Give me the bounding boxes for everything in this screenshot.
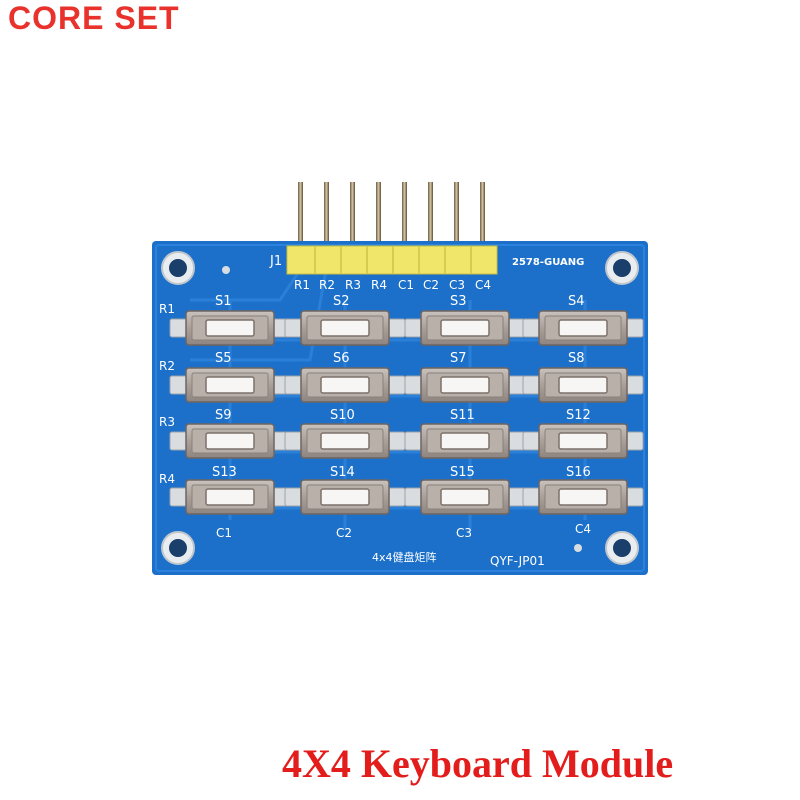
tactile-switch [169,367,291,403]
tactile-switch [284,423,406,459]
tactile-switch [284,367,406,403]
tactile-switch [169,423,291,459]
switch-label: S5 [215,351,232,366]
part-number-label: QYF-JP01 [490,554,545,568]
brand-logo: CORE SET [8,0,180,36]
header-label: J1 [269,254,282,269]
pin-label: C2 [423,278,439,292]
row-label: R2 [159,359,175,373]
tactile-switch [404,423,526,459]
pin-labels: R1 R2 R3 R4 C1 C2 C3 C4 [294,278,491,292]
switch-label: S7 [450,351,467,366]
switch-label: S11 [450,408,475,423]
switch-label: S2 [333,294,350,309]
tactile-switch [169,479,291,515]
pin-header [286,245,498,275]
switch-label: S16 [566,465,591,480]
pin-label: C3 [449,278,465,292]
header-pins [298,182,485,252]
tactile-switch [169,310,291,346]
switch-label: S4 [568,294,585,309]
tactile-switch [522,310,644,346]
tactile-switch [522,423,644,459]
switch-label: S6 [333,351,350,366]
tactile-switch [404,479,526,515]
pin-label: R4 [371,278,387,292]
column-label: C3 [456,526,472,540]
tactile-switch [404,310,526,346]
row-labels: R1 R2 R3 R4 [159,302,175,486]
pin-label: R1 [294,278,310,292]
tactile-switch [284,479,406,515]
row-label: R1 [159,302,175,316]
tactile-switch [522,367,644,403]
tactile-switch [522,479,644,515]
column-labels: C1 C2 C3 C4 [216,522,591,540]
switch-label: S3 [450,294,467,309]
switch-label: S10 [330,408,355,423]
switch-label: S13 [212,465,237,480]
tactile-switch [284,310,406,346]
row-label: R4 [159,472,175,486]
mounting-holes [161,251,639,565]
tactile-switch [404,367,526,403]
pin-label: C1 [398,278,414,292]
column-label: C2 [336,526,352,540]
model-label: 2578-GUANG [512,257,584,268]
pin-label: C4 [475,278,491,292]
switch-label: S12 [566,408,591,423]
switch-label: S9 [215,408,232,423]
chinese-label: 4x4健盘矩阵 [372,550,437,564]
column-label: C1 [216,526,232,540]
switch-label: S14 [330,465,355,480]
switch-label: S1 [215,294,232,309]
product-caption: 4X4 Keyboard Module [282,741,674,786]
switch-label: S15 [450,465,475,480]
pin-label: R2 [319,278,335,292]
pin-label: R3 [345,278,361,292]
switch-grid [169,310,644,515]
switch-labels: S1 S2 S3 S4 S5 S6 S7 S8 S9 S10 S11 S12 S… [212,294,591,480]
row-label: R3 [159,415,175,429]
column-label: C4 [575,522,591,536]
switch-label: S8 [568,351,585,366]
